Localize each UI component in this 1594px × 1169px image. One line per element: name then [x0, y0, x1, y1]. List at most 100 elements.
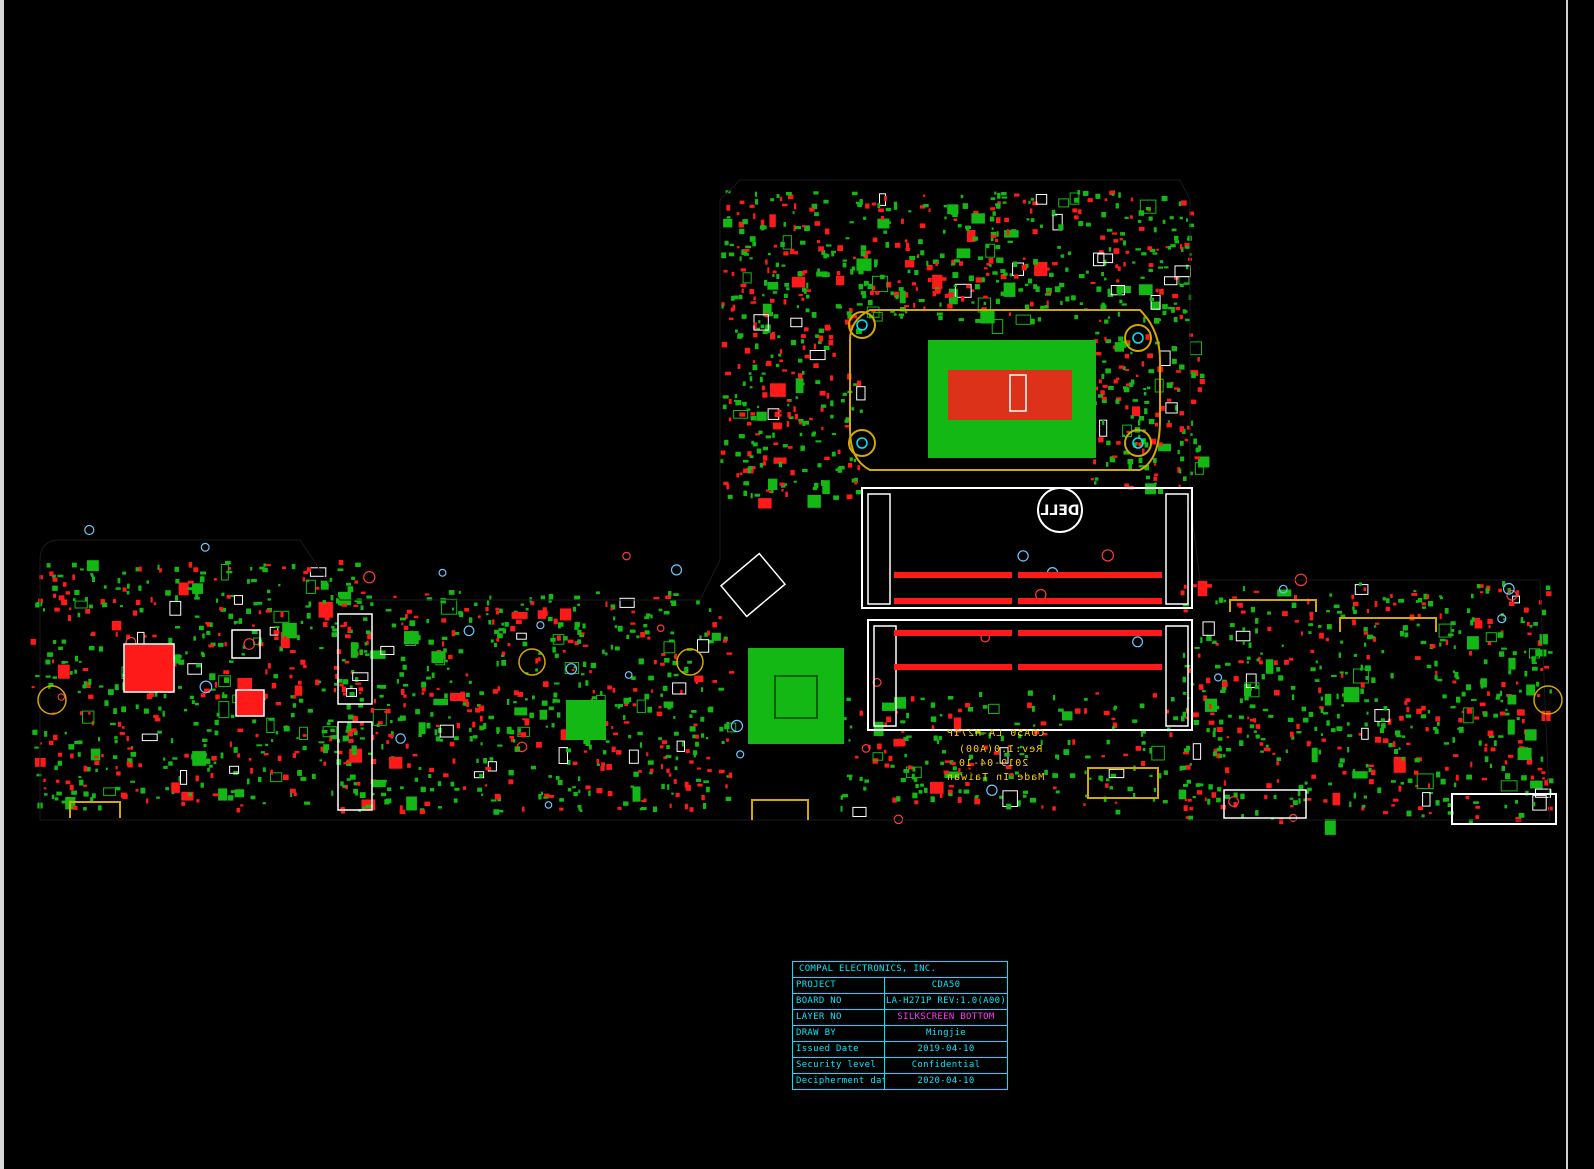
smd-component [520, 732, 527, 738]
smd-component [1079, 302, 1083, 305]
smd-component [851, 478, 855, 483]
smd-component [1158, 443, 1171, 452]
smd-component [815, 334, 820, 338]
smd-component [895, 711, 899, 714]
smd-component [801, 334, 806, 339]
smd-component [114, 684, 119, 690]
smd-component [667, 672, 672, 678]
smd-component [842, 262, 847, 268]
smd-component [1185, 765, 1191, 770]
smd-component [752, 442, 758, 447]
smd-component [968, 754, 974, 760]
smd-component [1141, 741, 1146, 745]
smd-component [1457, 727, 1462, 730]
smd-component [1190, 433, 1193, 436]
smd-component [971, 301, 975, 304]
smd-component [319, 647, 324, 650]
smd-component [614, 704, 618, 707]
title-block-key: Security level [793, 1058, 885, 1073]
smd-component [1466, 636, 1479, 650]
smd-component [606, 764, 612, 770]
smd-component [1144, 400, 1150, 404]
smd-component [1386, 598, 1390, 604]
smd-component [1358, 582, 1362, 586]
smd-component [405, 743, 409, 749]
smd-component [403, 625, 409, 631]
smd-component [833, 495, 839, 500]
smd-component [1106, 440, 1111, 446]
smd-component [206, 729, 212, 732]
smd-component [1429, 792, 1433, 795]
smd-component [990, 197, 996, 201]
smd-component [172, 757, 178, 760]
smd-component [303, 664, 307, 669]
smd-component [65, 780, 71, 785]
smd-component [852, 314, 857, 319]
smd-component [1452, 680, 1457, 684]
smd-component [1101, 373, 1105, 380]
smd-component [204, 688, 210, 693]
smd-component [1117, 291, 1122, 296]
smd-component [260, 751, 265, 754]
smd-component [1319, 706, 1324, 709]
smd-component [749, 376, 753, 382]
smd-component [1106, 228, 1113, 232]
smd-component [1258, 656, 1261, 662]
smd-component [1349, 801, 1352, 808]
smd-component [267, 598, 271, 601]
smd-component [1040, 305, 1045, 309]
smd-component [661, 653, 666, 656]
smd-component [1178, 484, 1181, 488]
smd-component [851, 407, 855, 411]
smd-component [948, 785, 954, 788]
smd-component [1197, 580, 1208, 597]
smd-component [1138, 434, 1141, 438]
smd-component [841, 398, 845, 403]
smd-component [1035, 286, 1040, 292]
smd-component [700, 733, 705, 738]
smd-component [1266, 783, 1272, 789]
smd-component [1239, 740, 1244, 746]
smd-component [251, 630, 258, 634]
smd-component [671, 792, 674, 795]
smd-component [1347, 734, 1353, 737]
smd-component [105, 767, 108, 770]
smd-component [494, 629, 500, 634]
smd-component [1340, 614, 1346, 618]
smd-component [1470, 761, 1473, 768]
smd-component [630, 622, 636, 625]
smd-component [331, 626, 335, 629]
smd-component [1108, 768, 1125, 779]
smd-component [1153, 463, 1156, 466]
smd-component [700, 716, 705, 722]
smd-component [1141, 252, 1147, 256]
smd-component [289, 667, 295, 670]
smd-component [729, 671, 735, 674]
smd-component [1069, 192, 1080, 205]
smd-component [979, 692, 983, 697]
smd-component [381, 743, 384, 750]
smd-component [585, 680, 589, 686]
smd-component [359, 697, 364, 702]
smd-component [1539, 634, 1548, 645]
smd-component [971, 213, 985, 224]
smd-component [289, 788, 296, 794]
right-scrollbar[interactable] [1566, 0, 1594, 1169]
smd-component [736, 212, 740, 216]
smd-component [217, 642, 224, 647]
smd-component [1296, 723, 1300, 729]
smd-component [755, 433, 761, 436]
smd-component [809, 417, 813, 421]
smd-component [1439, 638, 1446, 642]
smd-component [545, 725, 548, 728]
smd-component [368, 752, 372, 755]
smd-component [61, 639, 67, 644]
smd-component [1538, 600, 1542, 605]
smd-component [801, 225, 806, 228]
smd-component [1242, 641, 1245, 645]
smd-component [458, 649, 464, 654]
smd-component [1526, 621, 1530, 627]
smd-component [282, 566, 287, 569]
